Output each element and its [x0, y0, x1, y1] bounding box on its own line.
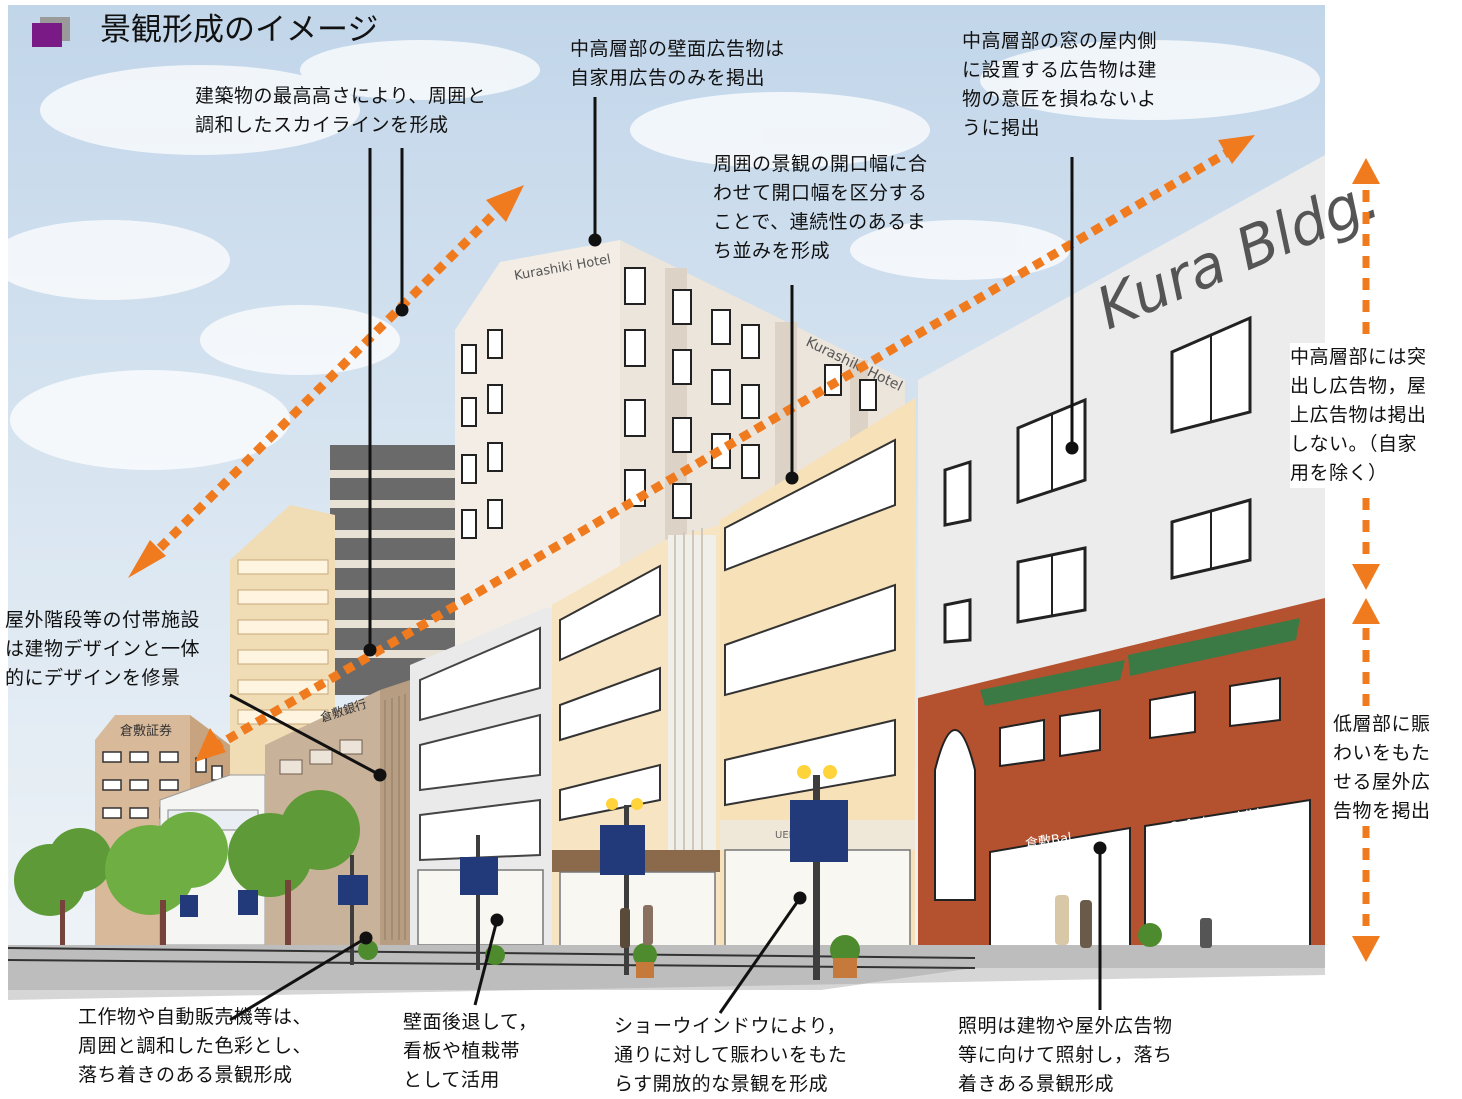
- beige-building: UEDO SALON: [720, 398, 915, 945]
- annotation-setback: 壁面後退して， 看板や植栽帯 として活用: [403, 1011, 538, 1091]
- apartment-beige: [230, 505, 335, 780]
- annotation-lighting: 照明は建物や屋外広告物 等に向けて照射し，落ち 着きある景観形成: [958, 1015, 1173, 1095]
- lower-floor-arrow: [1352, 598, 1380, 962]
- facade-continuity-arrow: [195, 135, 1255, 762]
- title-marker-icon: [32, 17, 70, 47]
- annotation-outdoor-stairs: 屋外階段等の付帯施設 は建物デザインと一体 的にデザインを修景: [5, 609, 201, 689]
- annotation-lower-lively: 低層部に賑 わいをもた せる屋外広 告物を掲出: [1333, 710, 1431, 826]
- road-edge: [8, 968, 1325, 1000]
- annotation-window-ads: 中高層部の窓の屋内側 に設置する広告物は建 物の意匠を損ねないよ うに掲出: [962, 30, 1158, 139]
- street-trees: [14, 790, 360, 945]
- annotation-wall-ads: 中高層部の壁面広告物は 自家用広告のみを掲出: [570, 38, 785, 89]
- annotation-vending: 工作物や自動販売機等は、 周囲と調和した色彩とし、 落ち着きのある景観形成: [78, 1006, 313, 1086]
- page-title: 景観形成のイメージ: [100, 12, 379, 48]
- securities-sign: 倉敷証券: [120, 723, 172, 739]
- pedestrians: [620, 895, 1212, 948]
- skyline-arrow: [128, 185, 524, 578]
- annotation-frontage: 周囲の景観の開口幅に合 わせて開口幅を区分する ことで、連続性のあるま ち並みを…: [713, 153, 928, 262]
- sidewalk: [8, 945, 1325, 990]
- annotation-upper-no-ads: 中高層部には突 出し広告物，屋 上広告物は掲出 しない。（自家 用を除く）: [1290, 343, 1427, 488]
- clouds: [0, 40, 1320, 470]
- glass-office-building: [410, 608, 552, 945]
- annotation-showwindow: ショーウインドウにより， 通りに対して賑わいをもた らす開放的な景観を形成: [614, 1015, 848, 1095]
- street-lamps: [180, 765, 848, 980]
- annotation-skyline: 建築物の最高高さにより、周囲と 調和したスカイラインを形成: [195, 85, 487, 136]
- bal-sign: 倉敷Bal: [1024, 831, 1072, 852]
- leader-lines: [229, 97, 1107, 1022]
- apartment-dark: [330, 445, 458, 695]
